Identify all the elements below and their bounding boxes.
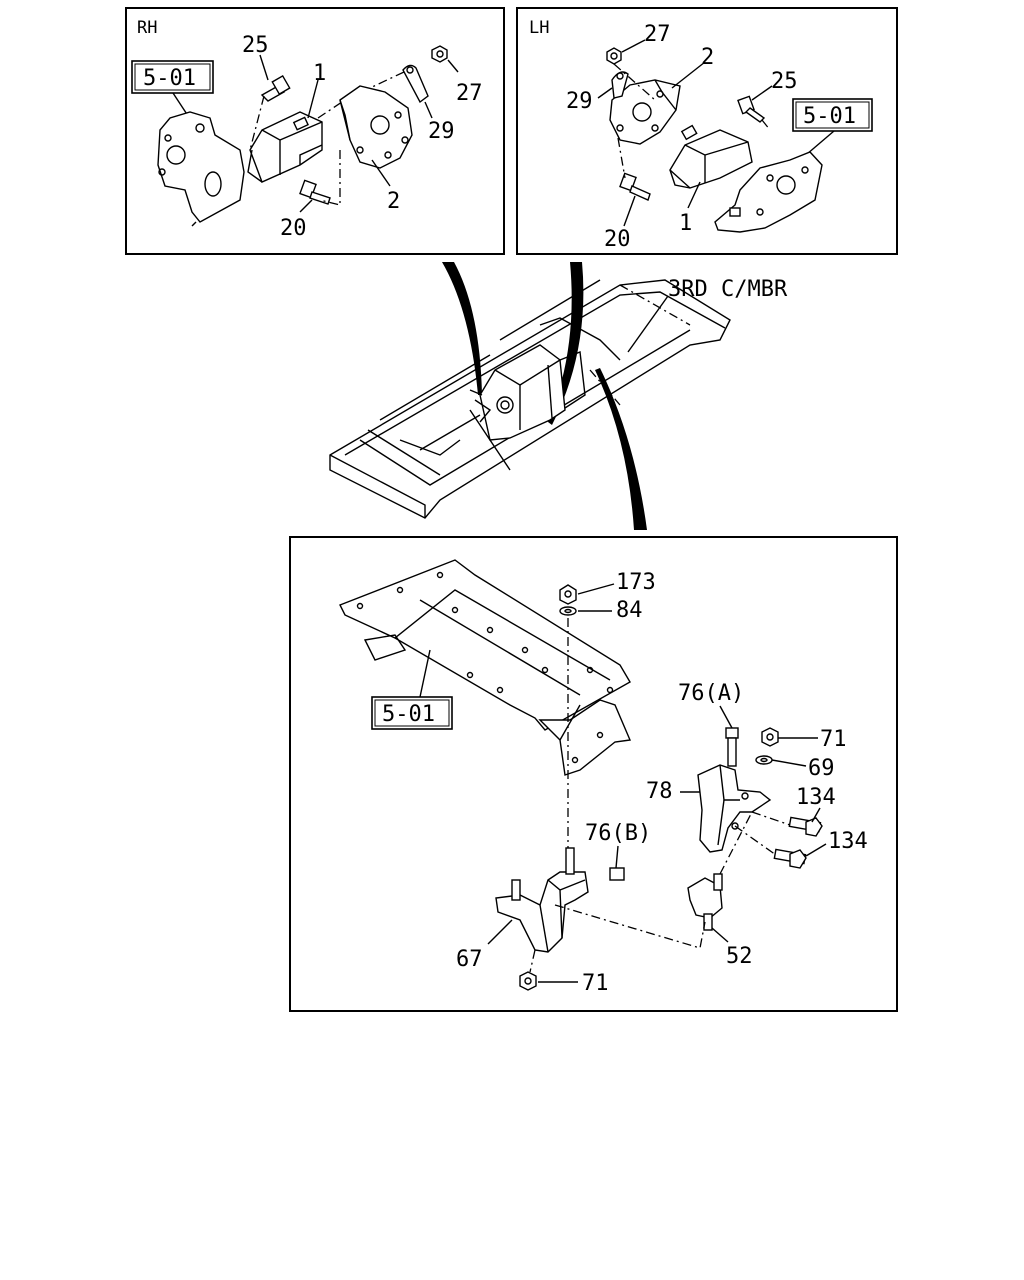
lh-panel-frame xyxy=(516,7,898,255)
lh-callout-2: 2 xyxy=(701,45,714,70)
lh-side-label: LH xyxy=(529,18,549,38)
callout-134-lower: 134 xyxy=(828,829,868,854)
chassis-frame-view: 3RD C/MBR xyxy=(329,262,788,530)
lh-insulator xyxy=(669,124,753,189)
crossmember-ref-text: 5-01 xyxy=(382,702,435,727)
lh-bolt-25 xyxy=(737,95,766,123)
callout-67: 67 xyxy=(456,947,483,972)
crossmember-ref-box: 5-01 xyxy=(371,696,453,730)
bolt-76b xyxy=(609,867,625,881)
rh-callout-1: 1 xyxy=(313,61,326,86)
rh-insulator xyxy=(247,111,323,183)
lh-bolt-20 xyxy=(619,172,651,201)
rh-callout-2: 2 xyxy=(387,189,400,214)
rh-bolt-20 xyxy=(299,179,331,205)
callout-84: 84 xyxy=(616,598,643,623)
bracket-78 xyxy=(697,764,772,853)
callout-78: 78 xyxy=(646,779,673,804)
frame-3rd-crossmember-label: 3RD C/MBR xyxy=(668,277,788,302)
rh-washer-29 xyxy=(402,64,429,104)
rh-panel-frame xyxy=(125,7,505,255)
bolt-76a xyxy=(725,727,739,767)
nut-173 xyxy=(559,584,577,605)
lh-ref-text: 5-01 xyxy=(803,104,856,129)
lh-callout-27: 27 xyxy=(644,22,671,47)
pointer-to-rh xyxy=(442,262,482,395)
rh-side-label: RH xyxy=(137,18,157,38)
lh-ref-box: 5-01 xyxy=(792,98,873,132)
callout-173: 173 xyxy=(616,570,656,595)
rh-bracket-2 xyxy=(339,85,413,169)
bracket-67 xyxy=(495,847,589,953)
rh-bolt-25 xyxy=(260,74,291,102)
insulator-52 xyxy=(687,873,723,931)
callout-52: 52 xyxy=(726,944,753,969)
lh-callout-1: 1 xyxy=(679,211,692,236)
lh-callout-29: 29 xyxy=(566,89,593,114)
rh-callout-27: 27 xyxy=(456,81,483,106)
crossmember xyxy=(339,559,632,776)
lh-panel: LH 5-01 xyxy=(516,7,898,255)
lh-callout-20: 20 xyxy=(604,227,631,252)
bolt-134-upper xyxy=(788,816,823,837)
callout-76b: 76(B) xyxy=(585,821,651,846)
pointer-to-lh xyxy=(548,262,584,425)
rh-callout-29: 29 xyxy=(428,119,455,144)
callout-69: 69 xyxy=(808,756,835,781)
lh-bracket-2 xyxy=(609,79,681,145)
rh-callout-20: 20 xyxy=(280,216,307,241)
nut-71-upper xyxy=(761,727,779,747)
rh-callout-25: 25 xyxy=(242,33,269,58)
bolt-134-lower xyxy=(773,848,807,869)
callout-71-lower: 71 xyxy=(582,971,609,996)
washer-84 xyxy=(559,606,577,616)
pointer-to-crossmember xyxy=(595,368,647,530)
rh-panel: RH 5-01 xyxy=(125,7,505,255)
rh-frame-bracket xyxy=(157,111,245,227)
nut-71-lower xyxy=(519,971,537,991)
rh-ref-text: 5-01 xyxy=(143,66,196,91)
lh-nut-27 xyxy=(606,47,622,65)
lh-frame-bracket xyxy=(714,151,823,233)
lh-washer-29 xyxy=(611,71,629,99)
rh-ref-box: 5-01 xyxy=(131,60,214,94)
lh-callout-25: 25 xyxy=(771,69,798,94)
rh-nut-27 xyxy=(431,45,448,63)
callout-134-upper: 134 xyxy=(796,785,836,810)
crossmember-panel: 5-01 xyxy=(289,536,898,1012)
callout-76a: 76(A) xyxy=(678,681,744,706)
washer-69 xyxy=(755,755,773,765)
crossmember-panel-frame xyxy=(289,536,898,1012)
callout-71-upper: 71 xyxy=(820,727,847,752)
